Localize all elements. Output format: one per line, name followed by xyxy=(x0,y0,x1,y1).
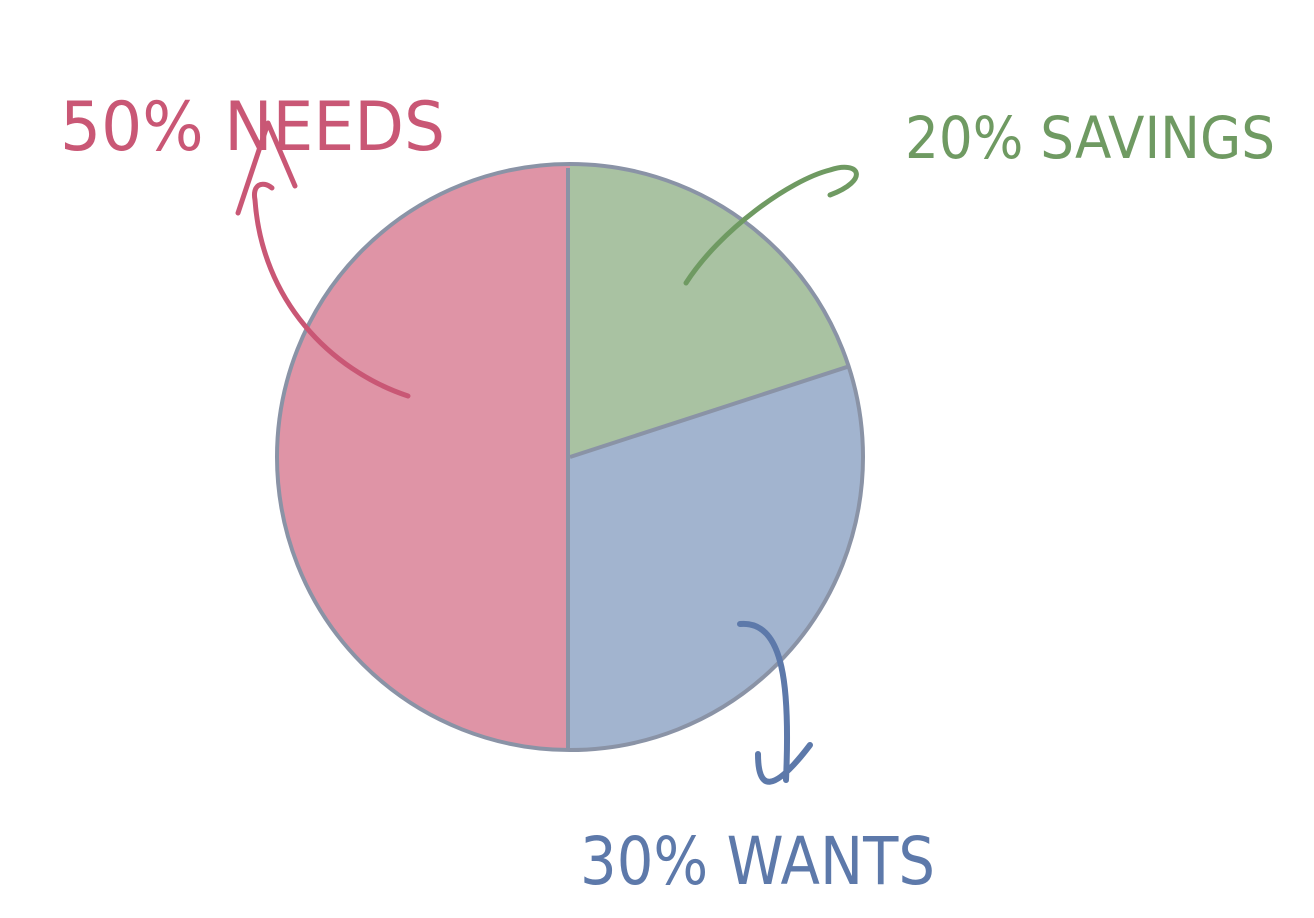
arrow-savings xyxy=(683,164,859,286)
divider-savings-wants xyxy=(569,364,850,459)
pie-slice-wants xyxy=(570,366,863,750)
pie-slice-needs xyxy=(277,164,570,750)
arrow-wants xyxy=(737,620,813,785)
label-savings: 20% SAVINGS xyxy=(905,104,1275,172)
pie-slices xyxy=(277,164,863,750)
pie-outline xyxy=(275,162,865,752)
label-wants: 30% WANTS xyxy=(580,823,935,900)
arrow-needs xyxy=(235,120,411,399)
pie-slice-savings xyxy=(570,164,849,457)
label-needs: 50% NEEDS xyxy=(60,88,445,167)
